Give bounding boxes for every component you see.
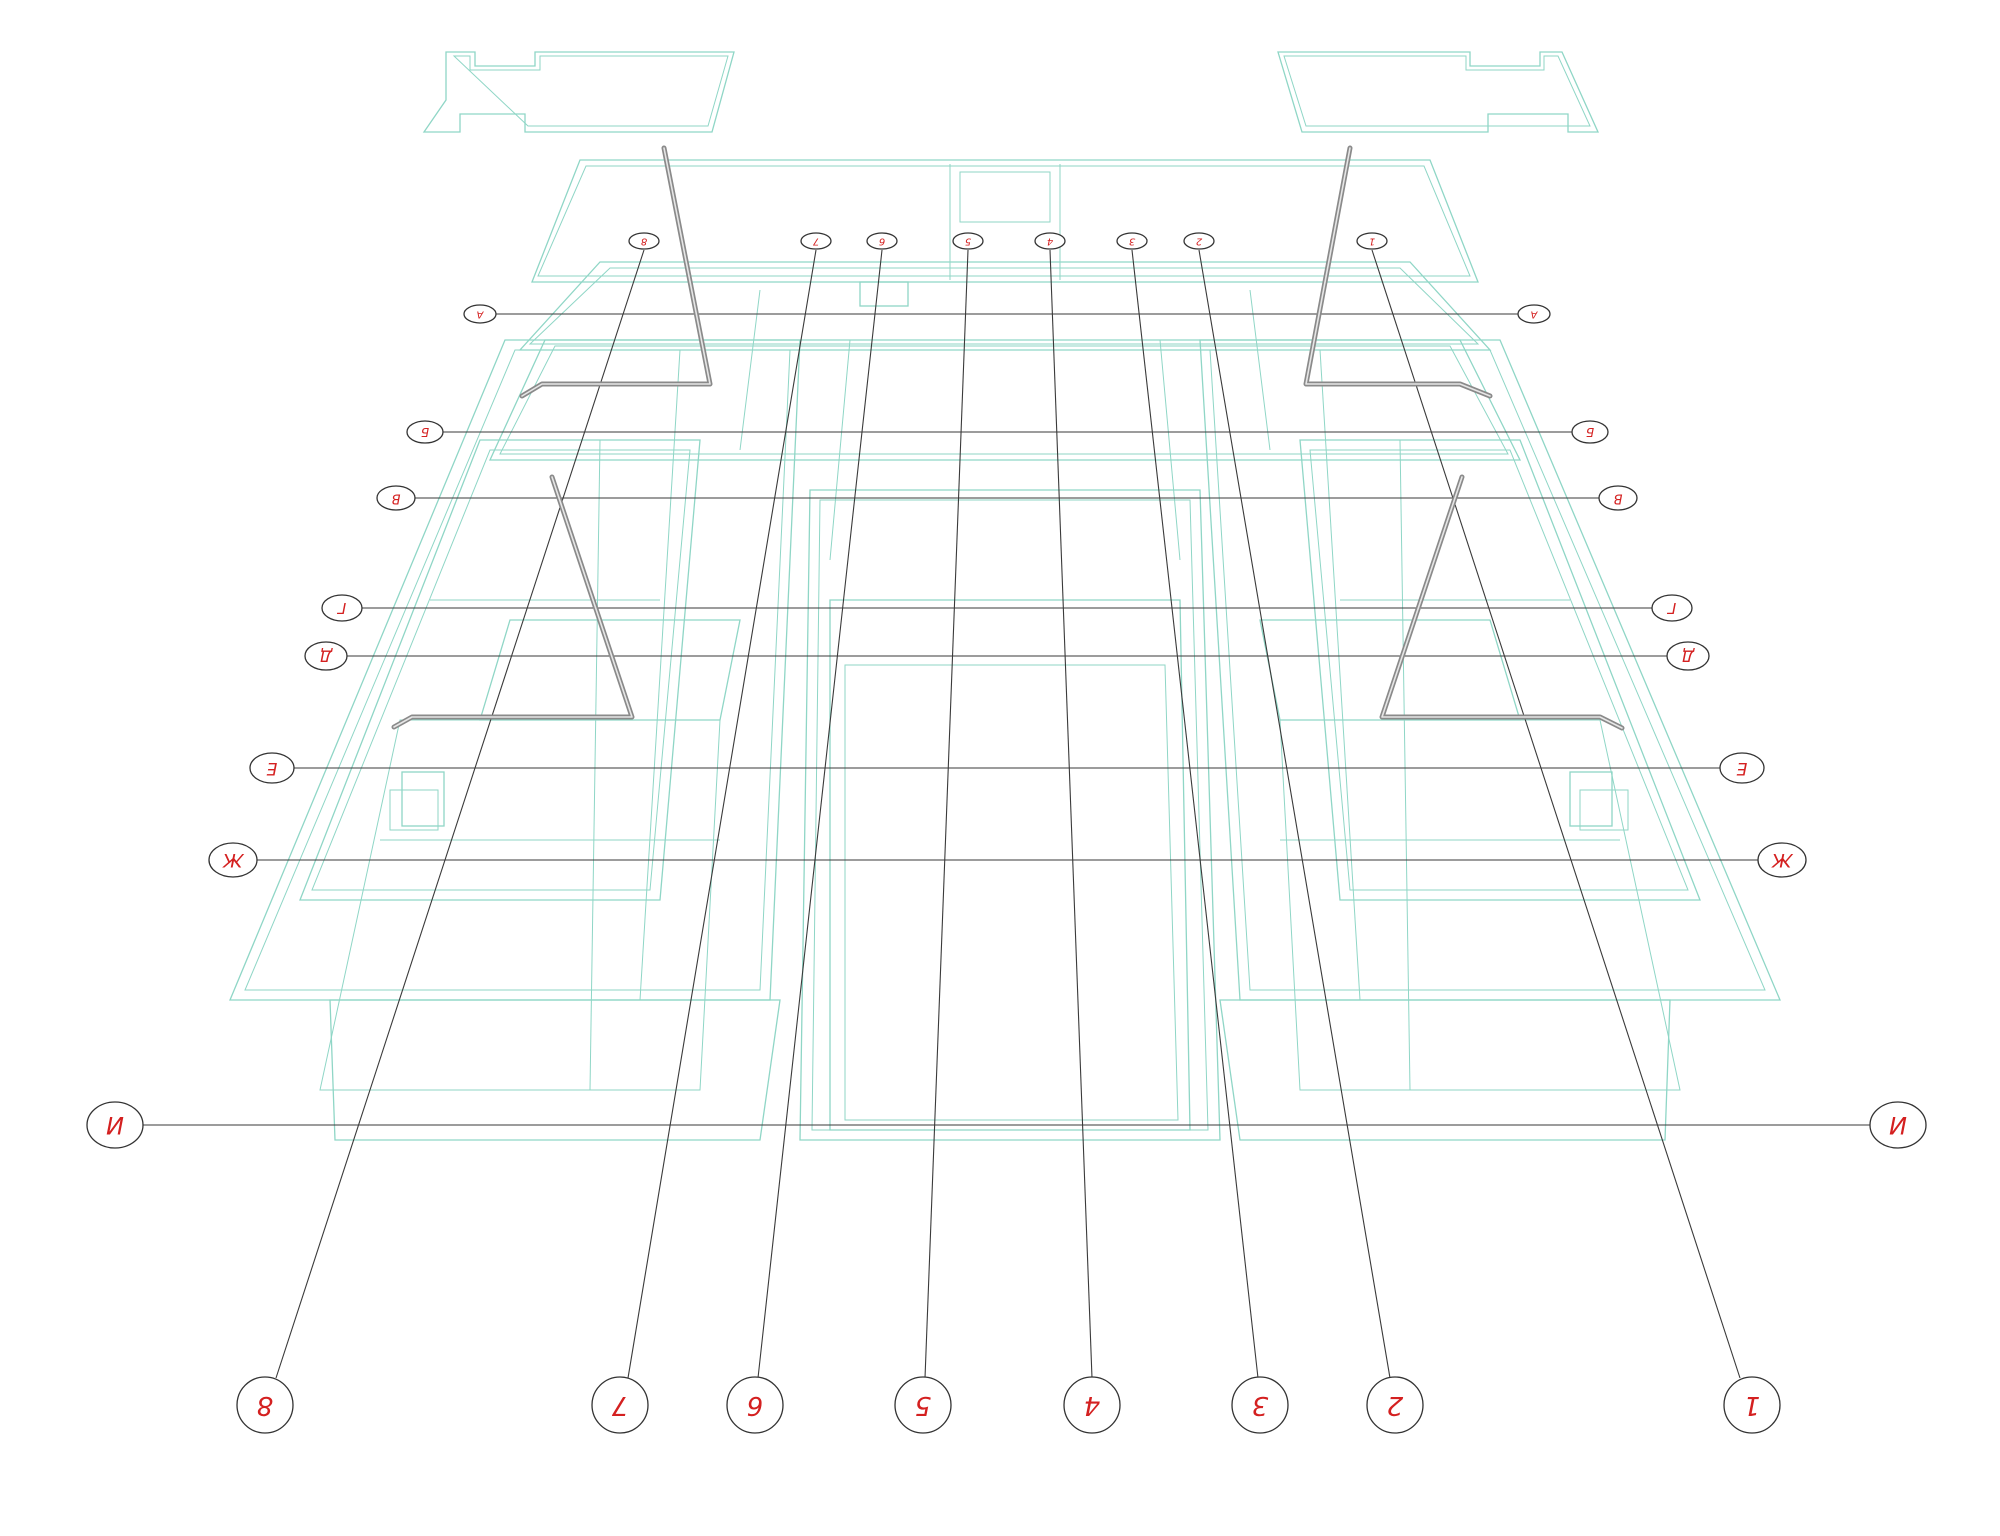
row-left-bubble-a: А (463, 304, 497, 324)
column-top-bubble-6: 6 (866, 232, 898, 250)
row-left-label-v: В (391, 491, 400, 506)
rod-top-right (1303, 145, 1493, 399)
column-bottom-label-3: 3 (1252, 1390, 1269, 1420)
row-left-label-a: А (476, 309, 484, 320)
row-left-bubble-d: Д (304, 641, 348, 671)
column-top-label-5: 5 (965, 236, 971, 247)
row-right-label-g: Г (1666, 599, 1676, 617)
column-top-label-7: 7 (812, 236, 819, 247)
rod-top-left (519, 145, 713, 399)
row-right-bubble-g: Г (1651, 594, 1693, 622)
column-bottom-label-8: 8 (257, 1390, 274, 1420)
row-right-bubble-v: В (1598, 485, 1638, 511)
column-bottom-bubble-3: 3 (1231, 1376, 1289, 1434)
row-right-label-b: Б (1586, 425, 1594, 439)
row-left-bubble-zh: Ж (208, 842, 258, 878)
column-top-bubble-1: 1 (1356, 232, 1388, 250)
column-bottom-bubble-5: 5 (894, 1376, 952, 1434)
column-top-bubble-2: 2 (1183, 232, 1215, 250)
column-bottom-label-6: 6 (747, 1390, 764, 1420)
row-left-label-e: Е (266, 758, 277, 778)
column-bottom-bubble-4: 4 (1063, 1376, 1121, 1434)
row-right-label-a: А (1530, 309, 1538, 320)
column-top-label-2: 2 (1196, 236, 1202, 247)
column-bottom-bubble-7: 7 (591, 1376, 649, 1434)
row-axis-lines (142, 313, 1870, 1126)
column-axis-line-6 (757, 249, 883, 1379)
row-right-bubble-e: Е (1719, 752, 1765, 784)
axis-bubbles: 8 7 6 5 4 3 2 1 8 7 6 5 4 3 2 1 А Б В Г … (86, 232, 1927, 1434)
row-left-label-d: Д (320, 647, 334, 666)
column-bottom-bubble-8: 8 (236, 1376, 294, 1434)
column-top-label-3: 3 (1129, 236, 1135, 247)
row-left-bubble-i: И (86, 1101, 144, 1149)
row-right-label-d: Д (1682, 647, 1696, 666)
wireframe-structure (229, 51, 1781, 1141)
column-axis-line-1 (1371, 249, 1741, 1379)
row-right-bubble-i: И (1869, 1101, 1927, 1149)
row-right-bubble-zh: Ж (1757, 842, 1807, 878)
column-top-bubble-4: 4 (1034, 232, 1066, 250)
row-left-bubble-e: Е (249, 752, 295, 784)
row-left-label-g: Г (336, 599, 346, 617)
column-bottom-label-1: 1 (1744, 1390, 1761, 1420)
row-left-bubble-b: Б (406, 420, 444, 444)
column-bottom-label-4: 4 (1084, 1390, 1101, 1420)
row-right-label-e: Е (1736, 758, 1747, 778)
column-top-bubble-7: 7 (800, 232, 832, 250)
column-bottom-bubble-6: 6 (726, 1376, 784, 1434)
column-axis-line-5 (924, 249, 969, 1379)
column-axis-line-4 (1049, 249, 1093, 1379)
column-top-bubble-5: 5 (952, 232, 984, 250)
row-right-bubble-d: Д (1666, 641, 1710, 671)
row-right-label-i: И (1889, 1111, 1907, 1139)
column-axis-line-3 (1131, 249, 1259, 1379)
column-top-bubble-3: 3 (1116, 232, 1148, 250)
row-right-bubble-a: А (1517, 304, 1551, 324)
column-bottom-bubble-2: 2 (1366, 1376, 1424, 1434)
column-bottom-bubble-1: 1 (1723, 1376, 1781, 1434)
row-left-bubble-v: В (376, 485, 416, 511)
column-axis-line-8 (275, 249, 645, 1379)
column-top-label-1: 1 (1369, 236, 1375, 247)
rod-lower-right (1379, 474, 1625, 731)
steel-rods (391, 145, 1625, 731)
column-axis-line-7 (627, 249, 817, 1379)
row-right-label-zh: Ж (1770, 849, 1793, 871)
column-axis-line-2 (1198, 249, 1391, 1379)
row-right-bubble-b: Б (1571, 420, 1609, 444)
column-bottom-label-2: 2 (1387, 1390, 1404, 1420)
row-right-label-v: В (1613, 491, 1622, 506)
column-bottom-label-7: 7 (611, 1390, 628, 1420)
row-left-label-zh: Ж (221, 849, 244, 871)
column-top-label-4: 4 (1047, 236, 1053, 247)
column-top-bubble-8: 8 (628, 232, 660, 250)
column-top-label-8: 8 (641, 236, 647, 247)
row-left-bubble-g: Г (321, 594, 363, 622)
row-left-label-b: Б (421, 425, 429, 439)
column-axis-lines (275, 249, 1741, 1379)
column-top-label-6: 6 (879, 236, 885, 247)
column-bottom-label-5: 5 (915, 1390, 932, 1420)
row-left-label-i: И (106, 1111, 124, 1139)
